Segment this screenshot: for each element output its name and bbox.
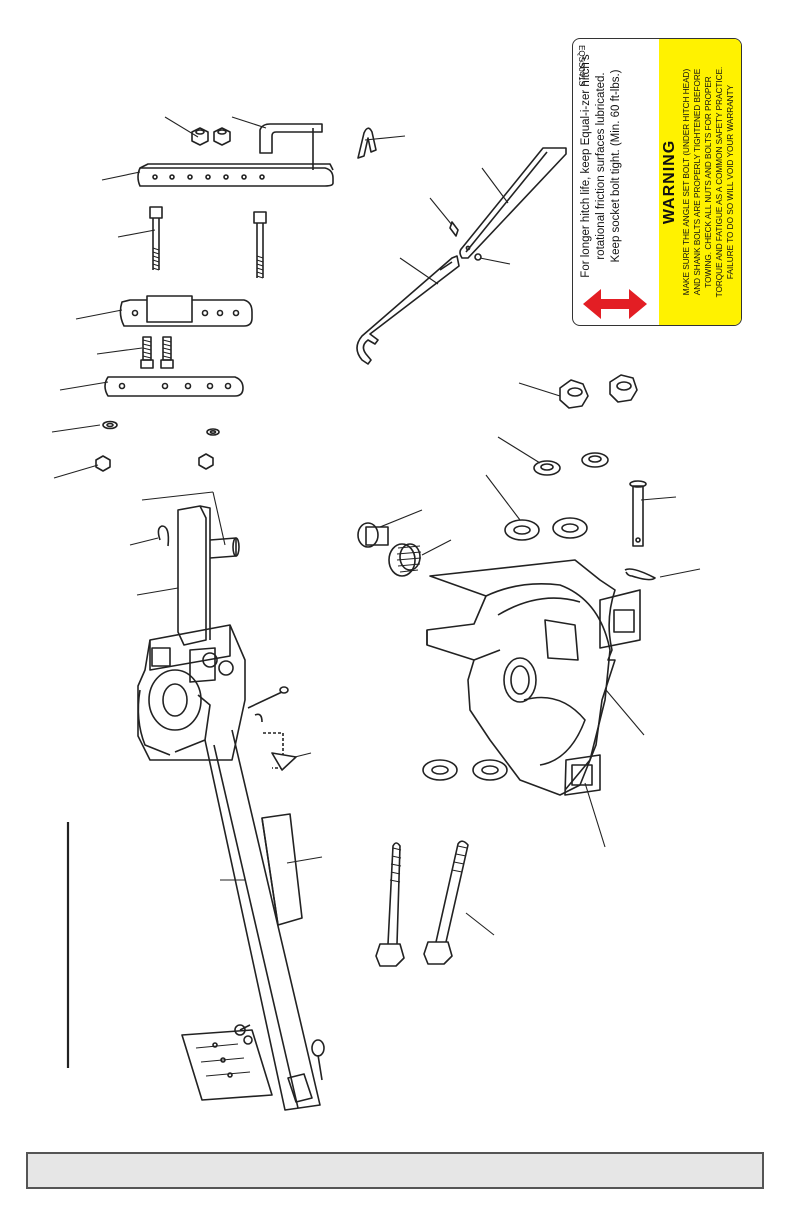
small-nuts — [95, 453, 214, 472]
small-nut — [474, 253, 482, 261]
long-bolts — [149, 206, 267, 279]
double-arrow-icon — [583, 289, 647, 319]
hookup-bar — [137, 163, 334, 187]
wrench — [356, 255, 460, 365]
snap-clip — [357, 127, 377, 159]
warning-body: MAKE SURE THE ANGLE SET BOLT (UNDER HITC… — [682, 66, 735, 298]
flat-bar — [104, 376, 244, 397]
warning-panel: WARNING MAKE SURE THE ANGLE SET BOLT (UN… — [659, 39, 741, 325]
assembled-hitch — [137, 505, 325, 1111]
socket-screw — [449, 221, 459, 237]
threaded-bushing — [388, 543, 422, 577]
pivot-pin — [357, 522, 389, 548]
label-code: EQSS041S — [577, 45, 586, 86]
clevis-pin — [629, 480, 647, 547]
hitch-head — [426, 559, 641, 796]
shank-plate — [119, 295, 253, 327]
large-nuts — [559, 374, 638, 409]
warning-title: WARNING — [661, 139, 678, 225]
lock-washers — [533, 452, 609, 476]
warning-label: For longer hitch life, keep Equal-i-zer … — [572, 38, 742, 326]
hair-pin — [624, 568, 656, 581]
socket-rod — [459, 147, 567, 259]
small-washers — [102, 420, 220, 436]
flat-washers — [422, 517, 588, 781]
short-bolts — [140, 336, 174, 369]
u-bracket — [259, 123, 323, 170]
hex-nuts-top — [191, 127, 231, 146]
leader-lines — [51, 116, 701, 936]
footer-bar — [26, 1152, 764, 1189]
shank-bolts — [375, 840, 469, 967]
